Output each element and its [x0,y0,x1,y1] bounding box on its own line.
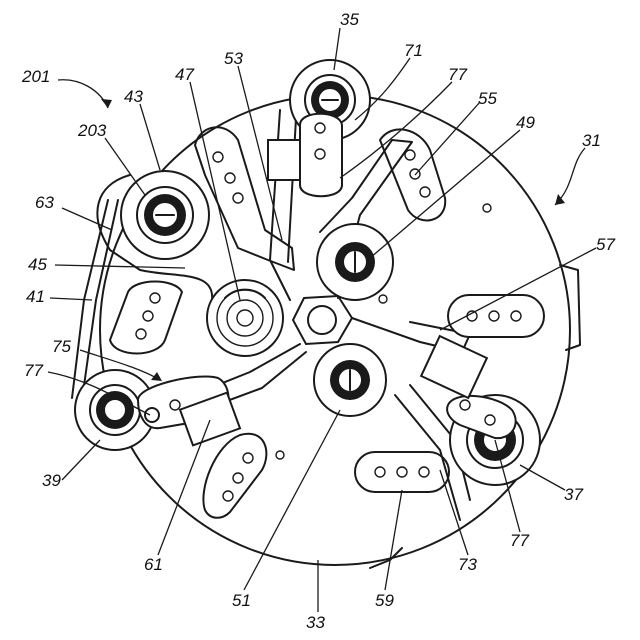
pulley-49 [317,224,393,300]
leader-37 [520,465,565,490]
pulley-51 [314,344,386,416]
label-71: 71 [404,41,423,60]
slot-hole-55a [405,150,415,160]
leader-73 [440,470,468,555]
label-59: 59 [375,591,394,610]
label-35: 35 [340,10,359,29]
label-41: 41 [26,287,45,306]
pulley-43 [121,171,209,259]
slot-plate-left [110,282,182,354]
label-57: 57 [596,235,615,254]
plate-hole-c [276,451,284,459]
label-31: 31 [582,131,601,150]
arrow-31 [555,194,565,205]
label-47: 47 [175,65,194,84]
label-77a: 77 [448,65,467,84]
leader-61 [158,420,210,555]
label-75: 75 [52,337,71,356]
arm-47-hole-b [225,173,235,183]
label-51: 51 [232,591,251,610]
tensioner-75-pin-a [145,408,159,422]
leader-203 [105,138,145,195]
slot-plate-57 [448,295,544,337]
label-201: 201 [21,67,50,86]
arm-47-hole-c [233,193,243,203]
plate-hole-a [483,204,491,212]
label-53: 53 [224,49,243,68]
leader-59 [385,490,402,590]
label-49: 49 [516,113,535,132]
plate-rim-tab-bottom [370,548,402,568]
label-63: 63 [35,193,54,212]
label-45: 45 [28,255,47,274]
label-33: 33 [306,613,325,632]
leader-39 [62,440,100,480]
label-77b: 77 [24,361,43,380]
leader-49 [370,130,520,258]
leader-45 [55,265,185,268]
slot-hole-55c [420,187,430,197]
leader-43 [140,104,160,170]
pulley-47 [207,280,283,356]
leader-201 [58,80,108,108]
label-73: 73 [458,555,477,574]
label-39: 39 [42,471,61,490]
plate-hole-b [379,295,387,303]
slot-plate-61 [203,434,266,518]
label-55: 55 [478,89,497,108]
label-43: 43 [124,87,143,106]
hub-bore [308,306,336,334]
label-203: 203 [77,121,107,140]
leader-41 [50,298,92,300]
slot-plate-59 [355,452,449,492]
idler-bracket-71 [300,114,342,197]
arrow-201 [101,99,112,108]
label-37: 37 [564,485,583,504]
label-61: 61 [144,555,163,574]
label-77c: 77 [510,531,529,550]
tensioner-block-top [268,140,300,180]
arm-47-hole-a [213,152,223,162]
